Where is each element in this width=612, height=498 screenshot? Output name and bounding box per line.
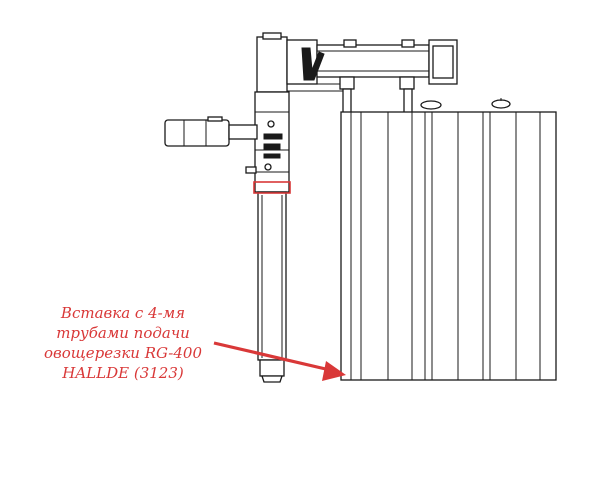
tube-clamp <box>245 120 283 174</box>
annotation-line-4: HALLDE (3123) <box>62 364 184 382</box>
insert-body <box>340 111 557 381</box>
mounting-posts <box>339 76 511 114</box>
annotation-line-1: Вставка с 4-мя <box>60 304 186 322</box>
annotation-line-3: овощерезки RG-400 <box>44 344 202 362</box>
top-arm <box>286 39 458 92</box>
feed-tube <box>254 32 290 383</box>
annotation-line-2: трубами подачи <box>56 324 190 342</box>
annotation-label: Вставка с 4-мя трубами подачи овощерезки… <box>30 303 216 383</box>
pointer-arrow <box>213 341 346 381</box>
handle <box>164 116 258 147</box>
tube-red-band <box>253 181 291 194</box>
